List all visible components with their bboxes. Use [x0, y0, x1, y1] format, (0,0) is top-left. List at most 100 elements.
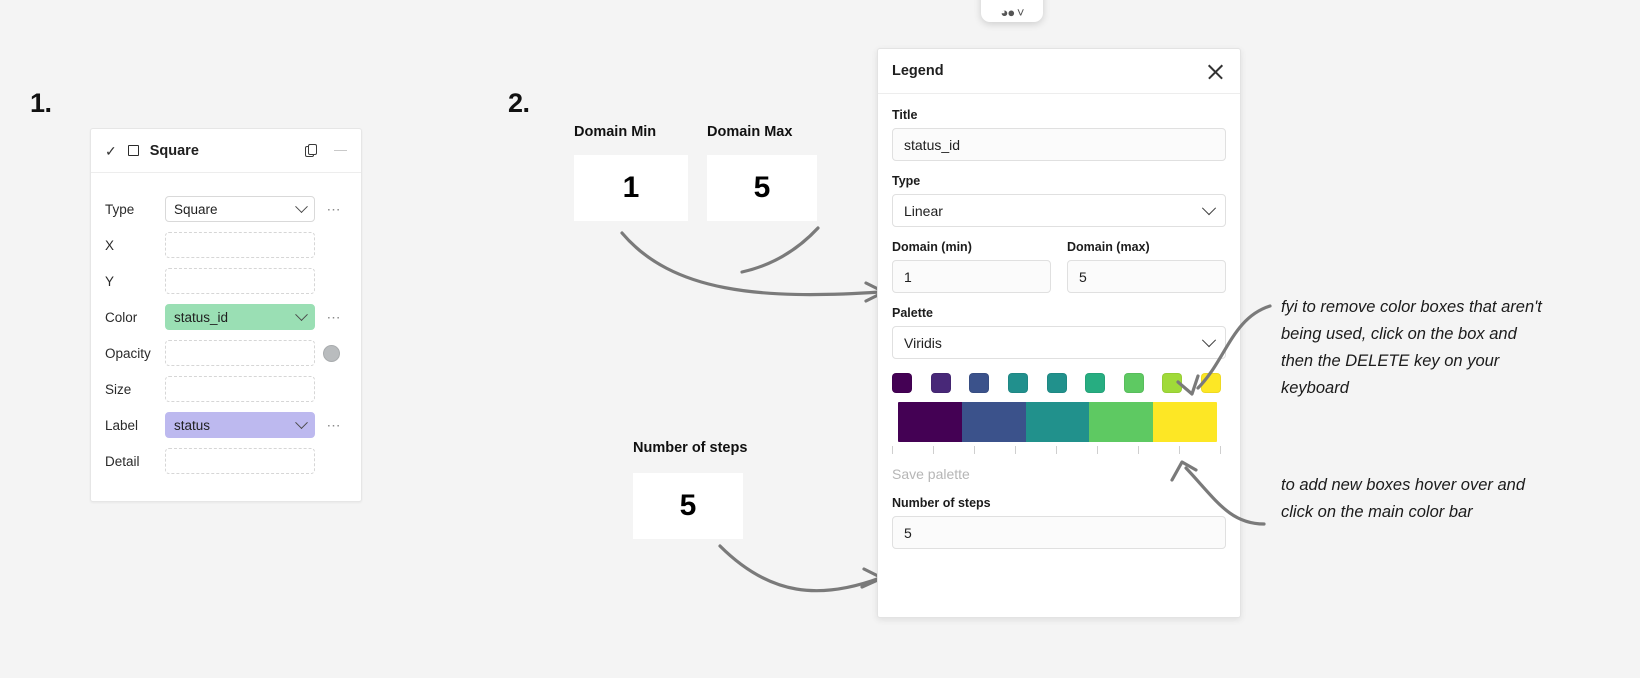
palette-tick-7: [1179, 446, 1180, 454]
palette-tick-8: [1220, 446, 1221, 454]
palette-swatch-1[interactable]: [930, 373, 951, 393]
title-field-label: Title: [892, 108, 918, 122]
callout-label-domain-min: Domain Min: [574, 124, 657, 140]
mark-field-detail[interactable]: [165, 448, 315, 474]
square-outline-icon: [127, 145, 139, 156]
mark-field-color[interactable]: status_id: [165, 304, 315, 330]
mark-field-size[interactable]: [165, 376, 315, 402]
mark-row-label: Label: [105, 417, 139, 433]
palette-swatch-7[interactable]: [1162, 373, 1183, 393]
legend-panel-header: Legend: [878, 49, 1240, 94]
palette-tick-5: [1097, 446, 1098, 454]
steps-input-value: 5: [904, 524, 912, 541]
palette-swatch-4[interactable]: [1046, 373, 1067, 393]
save-palette-button[interactable]: Save palette: [892, 466, 970, 482]
floating-toolbar[interactable]: ◕● ˅: [981, 0, 1043, 22]
palette-swatch-row: [892, 373, 1221, 393]
legend-panel: Legend Title status_id Type Linear Domai…: [877, 48, 1241, 618]
palette-gradient-bar[interactable]: [898, 402, 1217, 442]
mark-row-label: Y: [105, 273, 115, 289]
palette-tick-1: [933, 446, 934, 454]
domain-min-value: 1: [904, 268, 912, 285]
mark-field-label[interactable]: status: [165, 412, 315, 438]
mark-field-value: status: [174, 417, 211, 433]
step-number-1: 1.: [30, 88, 52, 118]
type-select-value: Linear: [904, 202, 943, 219]
mark-field-type[interactable]: Square: [165, 196, 315, 222]
mark-row-y: Y⋯: [91, 263, 361, 299]
chevron-down-icon: [295, 415, 308, 429]
mark-field-value: status_id: [174, 309, 229, 325]
gradient-segment-1[interactable]: [961, 402, 1026, 442]
mark-row-label: Opacity: [105, 345, 151, 361]
title-input-value: status_id: [904, 136, 961, 153]
more-options-icon[interactable]: ⋯: [326, 200, 342, 217]
mark-row-size: Size⋯: [91, 371, 361, 407]
note-delete-instructions: fyi to remove color boxes that aren't be…: [1281, 298, 1542, 397]
palette-swatch-2[interactable]: [969, 373, 990, 393]
mark-field-x[interactable]: [165, 232, 315, 258]
rings-icon[interactable]: ◕● ˅: [1000, 5, 1025, 20]
palette-swatch-0[interactable]: [892, 373, 912, 393]
type-select[interactable]: Linear: [892, 194, 1226, 227]
domain-max-label: Domain (max): [1067, 240, 1150, 254]
callout-value-domain-max: 5: [707, 155, 817, 221]
mark-row-label: Type: [105, 201, 135, 217]
more-options-icon[interactable]: ⋯: [326, 308, 342, 325]
palette-swatch-5[interactable]: [1085, 373, 1106, 393]
minus-icon[interactable]: [334, 149, 347, 152]
mark-panel-header: ✓ Square: [91, 129, 361, 173]
steps-input[interactable]: 5: [892, 516, 1226, 549]
callout-value-number-of-steps: 5: [633, 473, 743, 539]
mark-row-detail: Detail⋯: [91, 443, 361, 479]
domain-max-value: 5: [1079, 268, 1087, 285]
domain-max-input[interactable]: 5: [1067, 260, 1226, 293]
mark-row-label: X: [105, 237, 115, 253]
chevron-down-icon: [1201, 200, 1217, 215]
palette-swatch-8[interactable]: [1201, 373, 1221, 393]
check-icon[interactable]: ✓: [105, 142, 117, 159]
chevron-down-icon: [1201, 332, 1217, 347]
palette-tick-6: [1138, 446, 1139, 454]
mark-rows: TypeSquare⋯X⋯Y⋯Colorstatus_id⋯OpacitySiz…: [91, 173, 361, 479]
palette-swatch-6[interactable]: [1123, 373, 1144, 393]
palette-tick-2: [974, 446, 975, 454]
step-number-2: 2.: [508, 88, 530, 118]
mark-field-opacity[interactable]: [165, 340, 315, 366]
type-field-label: Type: [892, 174, 921, 188]
callout-label-number-of-steps: Number of steps: [633, 440, 748, 456]
title-input[interactable]: status_id: [892, 128, 1226, 161]
gradient-segment-3[interactable]: [1089, 402, 1154, 442]
mark-row-label: Size: [105, 381, 132, 397]
mark-row-x: X⋯: [91, 227, 361, 263]
mark-properties-panel: ✓ Square TypeSquare⋯X⋯Y⋯Colorstatus_id⋯O…: [90, 128, 362, 502]
palette-select[interactable]: Viridis: [892, 326, 1226, 359]
palette-field-label: Palette: [892, 306, 933, 320]
duplicate-icon[interactable]: [305, 143, 318, 158]
chevron-down-icon: [295, 199, 308, 213]
mark-row-label: Color: [105, 309, 138, 325]
close-icon[interactable]: [1207, 63, 1224, 80]
steps-field-label: Number of steps: [892, 496, 991, 510]
mark-row-opacity: Opacity: [91, 335, 361, 371]
mark-field-y[interactable]: [165, 268, 315, 294]
note-add-instructions: to add new boxes hover over and click on…: [1281, 476, 1525, 521]
mark-row-color: Color status_id ⋯: [91, 299, 361, 335]
gradient-segment-4[interactable]: [1153, 402, 1217, 442]
callout-label-domain-max: Domain Max: [707, 124, 793, 140]
domain-min-input[interactable]: 1: [892, 260, 1051, 293]
gradient-segment-2[interactable]: [1025, 402, 1090, 442]
palette-tick-0: [892, 446, 893, 454]
opacity-color-dot[interactable]: [323, 344, 340, 362]
gradient-segment-0[interactable]: [898, 402, 962, 442]
mark-row-label: Detail: [105, 453, 140, 469]
callout-value-domain-min: 1: [574, 155, 688, 221]
palette-tick-4: [1056, 446, 1057, 454]
mark-row-label: Label status ⋯: [91, 407, 361, 443]
palette-swatch-3[interactable]: [1007, 373, 1028, 393]
palette-tick-3: [1015, 446, 1016, 454]
mark-field-value: Square: [174, 201, 218, 217]
mark-row-type: Type Square ⋯: [91, 191, 361, 227]
more-options-icon[interactable]: ⋯: [326, 416, 342, 433]
mark-panel-title: Square: [149, 142, 199, 159]
